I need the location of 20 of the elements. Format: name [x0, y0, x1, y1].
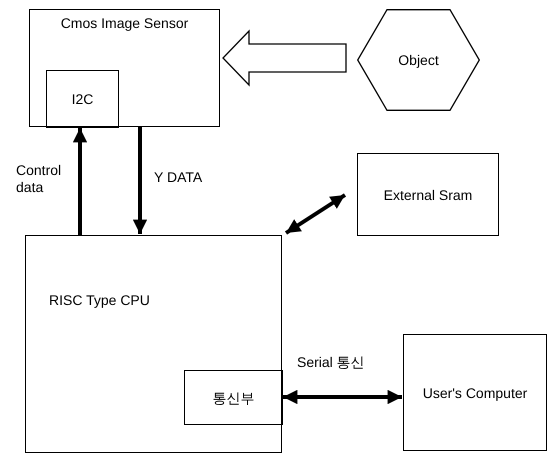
node-label: 통신부: [212, 389, 256, 406]
communication-box: [184, 370, 283, 425]
node-label: Cmos Image Sensor: [60, 15, 190, 32]
arrow: [132, 127, 148, 234]
node-label: I2C: [70, 90, 94, 108]
arrow: [284, 193, 346, 235]
interface-box: [46, 70, 119, 128]
node-label: External Sram: [382, 186, 474, 203]
arrow: [222, 29, 347, 87]
arrow: [283, 390, 402, 404]
computer-box: [403, 334, 547, 451]
object-hexagon: [357, 9, 480, 111]
edge-label: Serial 통신: [297, 354, 365, 371]
node-label: Object: [397, 52, 440, 68]
cpu-box: [25, 235, 282, 453]
memory-box: [357, 153, 499, 236]
sensor-box: [29, 9, 220, 127]
arrow: [72, 128, 88, 235]
node-label: RISC Type CPU: [49, 292, 150, 308]
node-label: User's Computer: [422, 384, 528, 401]
